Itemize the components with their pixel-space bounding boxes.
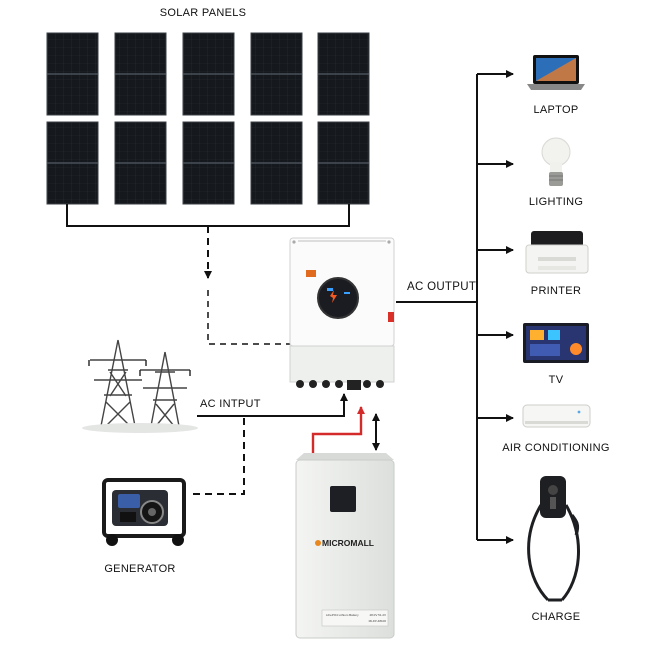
battery-dc-link <box>311 406 365 458</box>
printer-icon <box>525 231 589 274</box>
load-label-air-conditioning: AIR CONDITIONING <box>502 442 610 454</box>
generator-icon <box>102 478 186 546</box>
load-label-printer: PRINTER <box>530 285 582 297</box>
battery-label-text: LiFePO4 Lithium Battery <box>326 613 359 617</box>
solar-panel <box>46 121 99 205</box>
tv-icon <box>523 323 589 363</box>
air-conditioner-icon <box>522 404 591 428</box>
solar-panel <box>114 32 167 116</box>
solar-panel <box>182 32 235 116</box>
solar-panel <box>317 32 370 116</box>
load-label-charge: CHARGE <box>531 611 581 623</box>
solar-panel <box>182 121 235 205</box>
ac-output-label: AC OUTPUT <box>407 281 477 293</box>
light-bulb-icon <box>541 137 571 186</box>
pv-bypass-dashed-line <box>207 290 290 345</box>
page-title: SOLAR PANELS <box>159 7 247 19</box>
solar-panel-array <box>46 32 370 205</box>
ev-charger-icon <box>527 476 580 602</box>
ac-input-label: AC INTPUT <box>200 398 261 410</box>
panel-bus-line <box>66 204 350 227</box>
inverter-switch <box>388 312 394 322</box>
battery-spec-text: 48.0V 51.2V <box>369 613 386 617</box>
battery-cabinet: MICROMALL LiFePO4 Lithium Battery 48.0V … <box>295 453 395 639</box>
inverter-display <box>317 277 359 319</box>
solar-panel <box>46 32 99 116</box>
generator-dashed-line <box>193 418 245 495</box>
load-label-laptop: LAPTOP <box>533 104 579 116</box>
power-tower-icon <box>88 339 191 427</box>
laptop-icon <box>527 55 585 90</box>
load-label-lighting: LIGHTING <box>528 196 584 208</box>
battery-brand-text: MICROMALL <box>322 538 374 548</box>
battery-model-text: MLFP-48100 <box>369 619 387 623</box>
ac-input-line <box>197 393 348 417</box>
battery-display <box>330 486 356 512</box>
load-label-tv: TV <box>548 374 564 386</box>
solar-panel <box>114 121 167 205</box>
solar-panel <box>250 32 303 116</box>
generator-label: GENERATOR <box>104 563 176 575</box>
solar-panel <box>317 121 370 205</box>
load-branches <box>477 70 514 544</box>
solar-panel <box>250 121 303 205</box>
hybrid-inverter <box>289 237 395 390</box>
